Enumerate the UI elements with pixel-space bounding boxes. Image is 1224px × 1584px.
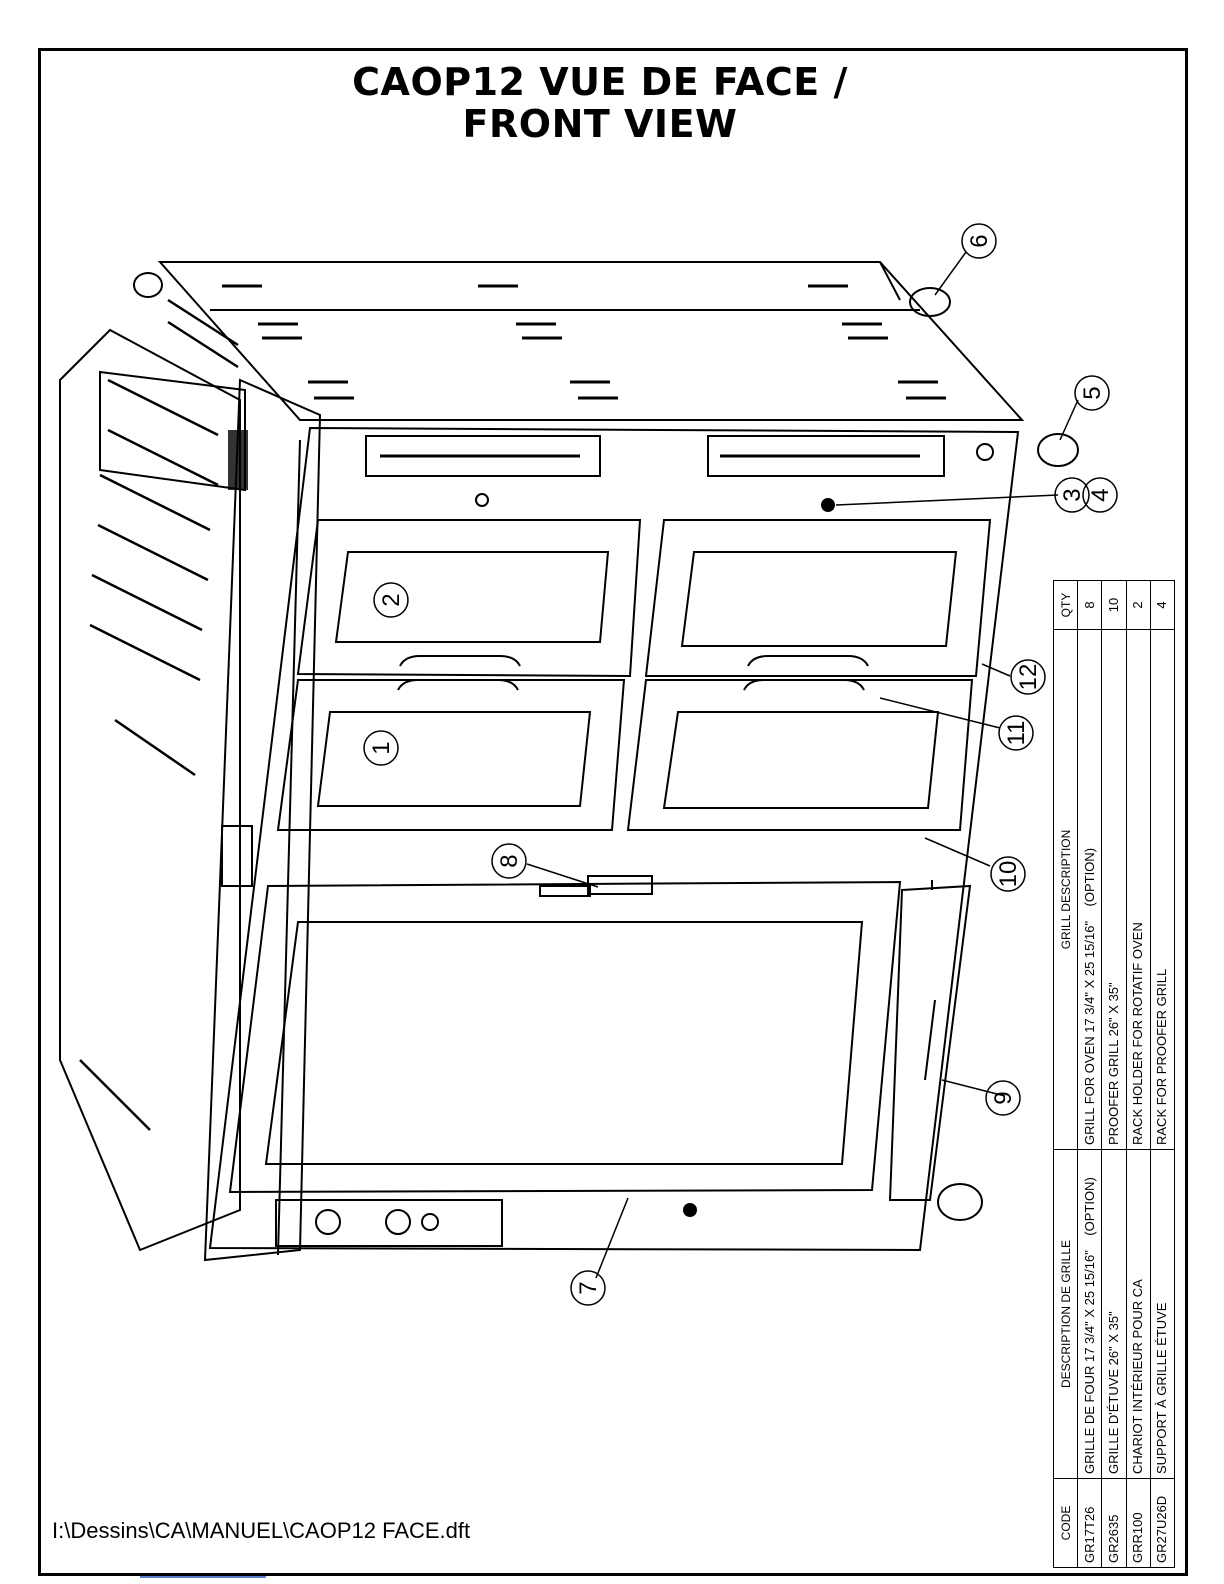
cell-desc-en: RACK FOR PROOFER GRILL — [1150, 629, 1175, 1150]
header-code: CODE — [1053, 1478, 1078, 1568]
blue-underline — [140, 1576, 266, 1578]
oven-door-top-right — [644, 519, 992, 677]
table-row: GR2635 GRILLE D'ÉTUVE 26" X 35" PROOFER … — [1101, 580, 1127, 1568]
cell-desc-en: PROOFER GRILL 26" X 35" — [1101, 629, 1127, 1150]
cabinet-front — [208, 426, 1020, 1252]
top-panel — [157, 261, 1025, 421]
balloon-3: 3 — [1054, 477, 1090, 513]
balloon-1: 1 — [363, 730, 399, 766]
balloon-11: 11 — [998, 715, 1034, 751]
svg-text:3: 3 — [1059, 488, 1086, 501]
cell-qty: 10 — [1101, 580, 1127, 630]
cell-code: GR2635 — [1101, 1478, 1127, 1568]
balloon-5: 5 — [1074, 375, 1110, 411]
oven-door-top-left — [296, 519, 642, 678]
svg-text:2: 2 — [378, 593, 405, 606]
balloon-4: 4 — [1082, 477, 1118, 513]
caster-wheels — [133, 272, 1079, 1221]
balloon-6: 6 — [961, 223, 997, 259]
cell-code: GR17T26 — [1077, 1478, 1102, 1568]
balloon-leaders — [526, 251, 1079, 1279]
table-row: GRR100 CHARIOT INTÉRIEUR POUR CA RACK HO… — [1126, 580, 1151, 1568]
oven-door-bottom-left — [276, 679, 626, 831]
balloon-8: 8 — [491, 843, 527, 879]
left-side-panel — [59, 298, 248, 1252]
table-header-row: CODE DESCRIPTION DE GRILLE GRILL DESCRIP… — [1053, 580, 1078, 1568]
header-desc-en: GRILL DESCRIPTION — [1053, 629, 1078, 1150]
cell-code: GRR100 — [1126, 1478, 1151, 1568]
svg-text:6: 6 — [966, 234, 993, 247]
balloon-9: 9 — [985, 1080, 1021, 1116]
svg-text:11: 11 — [1003, 721, 1030, 746]
balloon-7: 7 — [570, 1270, 606, 1306]
control-panel-left — [365, 435, 601, 477]
proofer-door — [228, 875, 972, 1201]
front-left-post — [203, 378, 322, 1262]
cell-desc-fr: GRILLE DE FOUR 17 3/4" X 25 15/16" (OPTI… — [1077, 1149, 1102, 1479]
svg-text:1: 1 — [368, 741, 395, 754]
balloon-12: 12 — [1010, 659, 1046, 695]
control-panel-right — [707, 435, 945, 477]
title-line-2: FRONT VIEW — [462, 102, 738, 146]
cell-desc-en: GRILL FOR OVEN 17 3/4" X 25 15/16" (OPTI… — [1077, 629, 1102, 1150]
cell-qty: 4 — [1150, 580, 1175, 630]
cell-qty: 8 — [1077, 580, 1102, 630]
svg-text:9: 9 — [990, 1091, 1017, 1104]
file-path: I:\Dessins\CA\MANUEL\CAOP12 FACE.dft — [52, 1518, 471, 1543]
svg-text:12: 12 — [1015, 664, 1042, 691]
cell-desc-fr: GRILLE D'ÉTUVE 26" X 35" — [1101, 1149, 1127, 1479]
svg-text:5: 5 — [1079, 386, 1106, 399]
header-desc-fr: DESCRIPTION DE GRILLE — [1053, 1149, 1078, 1479]
title-line-1: CAOP12 VUE DE FACE / — [352, 60, 848, 104]
table-row: GR27U26D SUPPORT À GRILLE ÉTUVE RACK FOR… — [1150, 580, 1175, 1568]
svg-text:4: 4 — [1087, 488, 1114, 501]
svg-text:8: 8 — [496, 854, 523, 867]
cell-desc-fr: SUPPORT À GRILLE ÉTUVE — [1150, 1149, 1175, 1479]
proofer-control-panel — [275, 1199, 697, 1247]
parts-table-container: CODE DESCRIPTION DE GRILLE GRILL DESCRIP… — [1053, 580, 1175, 1568]
parts-table-rotated: CODE DESCRIPTION DE GRILLE GRILL DESCRIP… — [1053, 580, 1175, 1568]
item-balloons: 1 2 3 4 5 6 7 8 9 10 11 12 — [363, 223, 1118, 1306]
svg-text:10: 10 — [995, 861, 1022, 888]
cell-qty: 2 — [1126, 580, 1151, 630]
drawing-frame — [38, 48, 1188, 1576]
cell-desc-en: RACK HOLDER FOR ROTATIF OVEN — [1126, 629, 1151, 1150]
cell-desc-fr: CHARIOT INTÉRIEUR POUR CA — [1126, 1149, 1151, 1479]
balloon-10: 10 — [990, 856, 1026, 892]
cell-code: GR27U26D — [1150, 1478, 1175, 1568]
oven-door-bottom-right — [626, 679, 974, 831]
parts-table: CODE DESCRIPTION DE GRILLE GRILL DESCRIP… — [1053, 580, 1175, 1568]
svg-text:7: 7 — [575, 1281, 602, 1294]
header-qty: QTY — [1053, 580, 1078, 630]
table-row: GR17T26 GRILLE DE FOUR 17 3/4" X 25 15/1… — [1077, 580, 1102, 1568]
balloon-2: 2 — [373, 582, 409, 618]
